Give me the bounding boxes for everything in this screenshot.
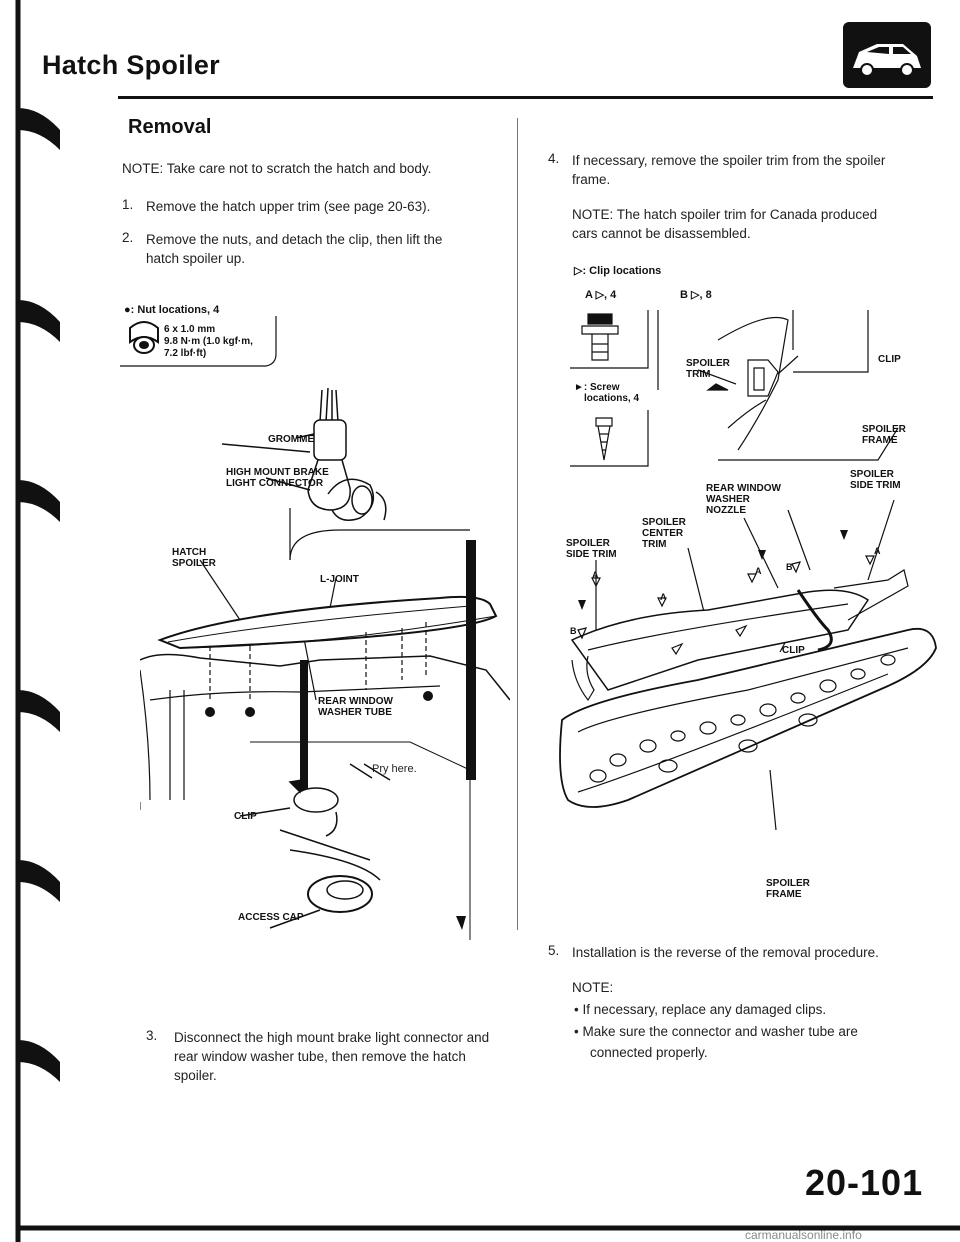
screw-legend: ►: Screw <box>574 382 620 393</box>
step-text: Installation is the reverse of the remov… <box>572 945 879 960</box>
note-bullet: • If necessary, replace any damaged clip… <box>574 1002 827 1017</box>
spoiler-trim-label: SPOILER <box>686 358 730 369</box>
clip-marker-b: B <box>786 562 793 572</box>
hatch-spoiler-removal-diagram <box>140 387 510 940</box>
l-joint-label: L-JOINT <box>320 574 359 585</box>
clip-a-count: A ▷, 4 <box>585 289 617 301</box>
column-divider <box>517 118 518 930</box>
step-text: Disconnect the high mount brake light co… <box>174 1030 490 1045</box>
step-text: If necessary, remove the spoiler trim fr… <box>572 153 886 168</box>
spoiler-frame-label: FRAME <box>862 435 898 446</box>
clip-marker-a: A <box>660 592 667 602</box>
clip-label: CLIP <box>782 645 805 656</box>
step-number: 3. <box>146 1028 158 1043</box>
note-bullet-text: Make sure the connector and washer tube … <box>582 1024 858 1039</box>
step-number: 5. <box>548 943 560 958</box>
clip-marker-a: A <box>592 570 599 580</box>
header-rule <box>118 96 933 99</box>
washer-nozzle-label: REAR WINDOW <box>706 483 781 494</box>
note-bullet-text: If necessary, replace any damaged clips. <box>582 1002 827 1017</box>
clip-locations-label: ▷: Clip locations <box>574 265 662 277</box>
step-text: hatch spoiler up. <box>146 251 246 266</box>
washer-nozzle-label: NOZZLE <box>706 505 746 516</box>
note-bullet: • Make sure the connector and washer tub… <box>574 1024 858 1039</box>
washer-tube-label: REAR WINDOW <box>318 696 393 707</box>
access-cap-label: ACCESS CAP <box>238 912 304 923</box>
side-trim-right-label: SPOILER <box>850 469 894 480</box>
clip-legend-drawings <box>570 310 899 467</box>
step-text: Remove the hatch upper trim (see page 20… <box>146 199 431 214</box>
step-text: frame. <box>572 172 611 187</box>
hatch-spoiler-label: SPOILER <box>172 558 216 569</box>
center-trim-label: SPOILER <box>642 517 686 528</box>
spoiler-frame-label: SPOILER <box>862 424 906 435</box>
note-text: cars cannot be disassembled. <box>572 226 751 241</box>
section-title: Removal <box>128 116 212 138</box>
nut-locations-label: : Nut locations, 4 <box>130 304 220 316</box>
clip-marker-b: B <box>570 626 577 636</box>
spoiler-frame-label: FRAME <box>766 889 802 900</box>
spoiler-trim-label: TRIM <box>686 369 711 380</box>
clip-marker-a: A <box>755 566 762 576</box>
step-number: 2. <box>122 230 134 245</box>
screw-legend: locations, 4 <box>584 393 640 404</box>
step-text: rear window washer tube, then remove the… <box>174 1049 466 1064</box>
step-number: 4. <box>548 151 560 166</box>
hmbl-label: HIGH MOUNT BRAKE <box>226 467 329 478</box>
torque-line: 9.8 N·m (1.0 kgf·m, <box>164 336 253 347</box>
nut-legend: ●: Nut locations, 4 <box>124 304 220 316</box>
step-number: 1. <box>122 197 134 212</box>
note-bullet-text: connected properly. <box>590 1045 708 1060</box>
car-hatch-icon <box>843 22 931 88</box>
clip-label: CLIP <box>234 811 257 822</box>
side-trim-left-label: SIDE TRIM <box>566 549 617 560</box>
spoiler-frame-label: SPOILER <box>766 878 810 889</box>
spoiler-trim-exploded-diagram <box>559 499 937 830</box>
clip-b-count: B ▷, 8 <box>680 289 712 301</box>
note-text: NOTE: The hatch spoiler trim for Canada … <box>572 207 878 222</box>
grommet-label: GROMMET <box>268 434 321 445</box>
hmbl-label: LIGHT CONNECTOR <box>226 478 324 489</box>
nut-icon <box>129 321 159 354</box>
note-text: NOTE: Take care not to scratch the hatch… <box>122 161 432 176</box>
torque-line: 6 x 1.0 mm <box>164 324 216 335</box>
washer-nozzle-label: WASHER <box>706 494 750 505</box>
watermark: carmanualsonline.info <box>745 1228 862 1242</box>
clip-label: CLIP <box>878 354 901 365</box>
torque-line: 7.2 lbf·ft) <box>164 348 207 359</box>
center-trim-label: CENTER <box>642 528 684 539</box>
washer-tube-label: WASHER TUBE <box>318 707 392 718</box>
side-trim-right-label: SIDE TRIM <box>850 480 901 491</box>
pry-here-label: Pry here. <box>372 763 417 775</box>
page-title: Hatch Spoiler <box>42 50 220 80</box>
center-trim-label: TRIM <box>642 539 667 550</box>
legend-bracket <box>120 316 277 367</box>
note-label: NOTE: <box>572 980 614 995</box>
page-number: 20-101 <box>805 1162 924 1203</box>
side-trim-left-label: SPOILER <box>566 538 610 549</box>
hatch-spoiler-label: HATCH <box>172 547 207 558</box>
step-text: Remove the nuts, and detach the clip, th… <box>146 232 443 247</box>
step-text: spoiler. <box>174 1068 217 1083</box>
